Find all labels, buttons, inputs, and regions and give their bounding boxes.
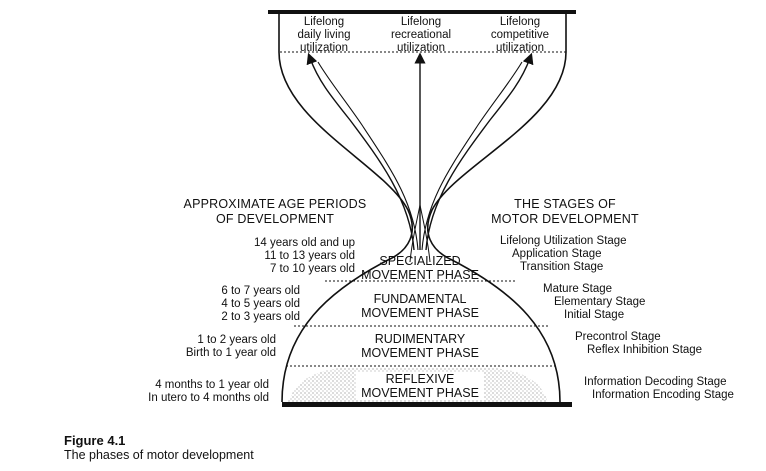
ages-specialized: 14 years old and up 11 to 13 years old 7… [253, 237, 355, 275]
phase-specialized: SPECIALIZED MOVEMENT PHASE [361, 254, 479, 282]
arrow-competitive-inner [421, 61, 523, 251]
ages-rudimentary: 1 to 2 years old Birth to 1 year old [185, 334, 276, 359]
neck-strand-left [409, 204, 421, 263]
arrow-competitive [425, 52, 534, 251]
motor-stages-header: THE STAGES OF MOTOR DEVELOPMENT [491, 197, 639, 226]
stages-rudimentary: Precontrol Stage Reflex Inhibition Stage [575, 331, 703, 356]
top-label-daily-living: Lifelong daily living utilization [297, 16, 351, 54]
neck-strand-right [419, 204, 431, 263]
figure-caption: The phases of motor development [64, 448, 254, 462]
figure-number: Figure 4.1 [64, 433, 126, 448]
phase-rudimentary: RUDIMENTARY MOVEMENT PHASE [361, 332, 479, 360]
ages-fundamental: 6 to 7 years old 4 to 5 years old 2 to 3… [221, 285, 300, 323]
stages-fundamental: Mature Stage Elementary Stage Initial St… [543, 283, 646, 321]
arrow-daily-living-inner [317, 61, 419, 251]
top-label-competitive: Lifelong competitive utilization [490, 16, 550, 54]
arrow-daily-living [306, 52, 415, 251]
phase-fundamental: FUNDAMENTAL MOVEMENT PHASE [361, 292, 479, 320]
phase-reflexive: REFLEXIVE MOVEMENT PHASE [356, 372, 484, 400]
bottom-cap [282, 402, 572, 407]
stages-reflexive: Information Decoding Stage Information E… [584, 376, 734, 401]
top-cap [268, 10, 576, 14]
stages-specialized: Lifelong Utilization Stage Application S… [500, 235, 627, 273]
ages-reflexive: 4 months to 1 year old In utero to 4 mon… [148, 379, 269, 404]
top-label-recreational: Lifelong recreational utilization [390, 16, 452, 54]
age-periods-header: APPROXIMATE AGE PERIODS OF DEVELOPMENT [183, 197, 367, 226]
